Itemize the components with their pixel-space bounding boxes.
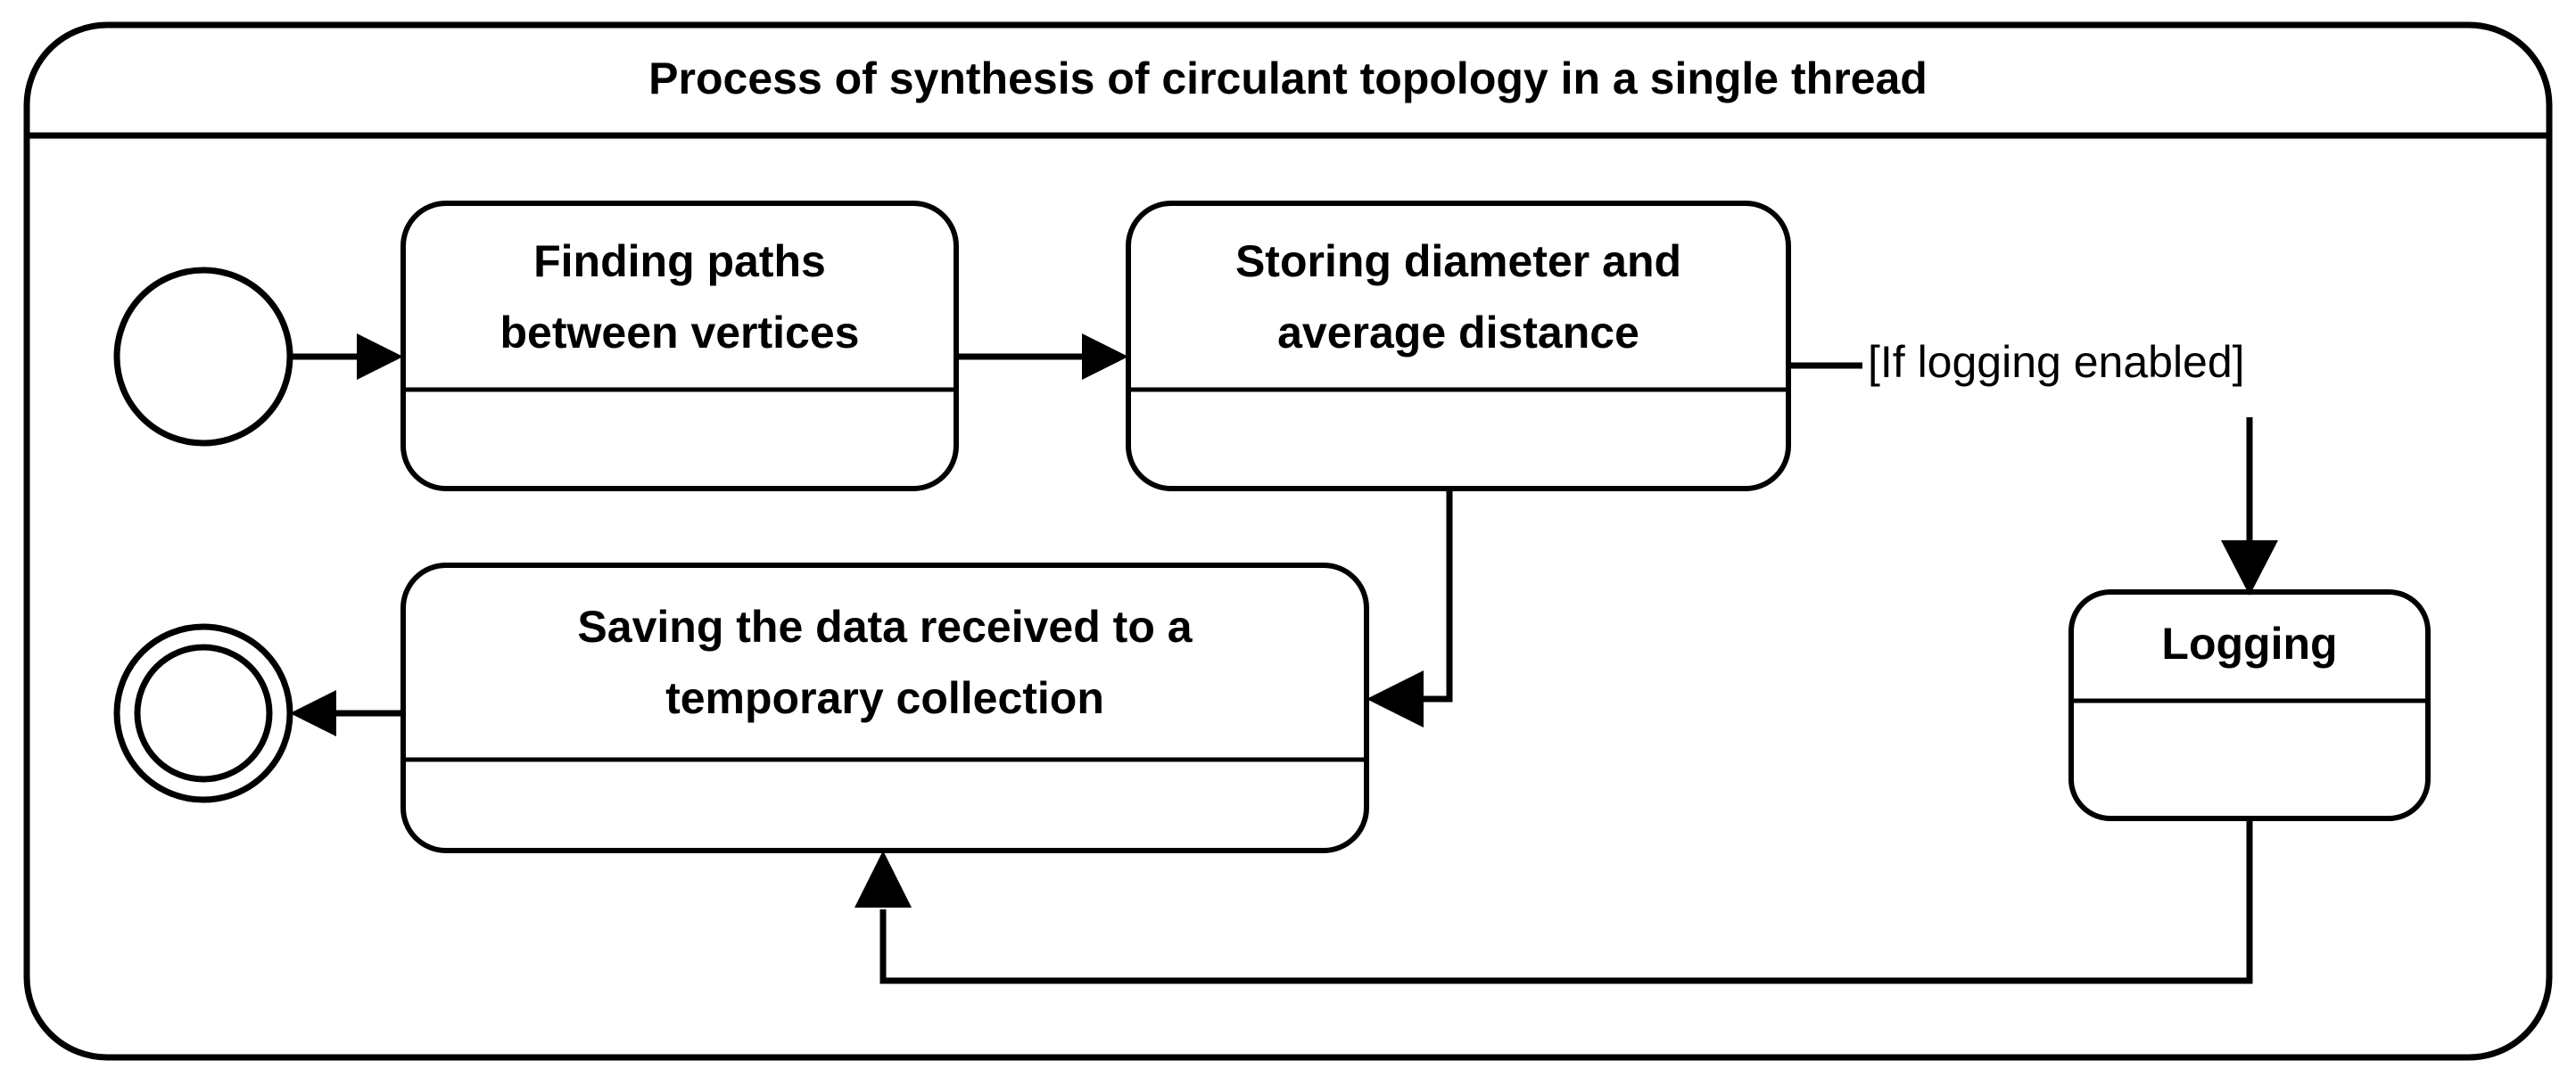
transition-logging-to-saving-line [879, 818, 2253, 984]
guard-label-if-logging-enabled: [If logging enabled] [1868, 337, 2245, 387]
transition-logging-to-saving [855, 818, 2253, 984]
transition-finding-paths-to-storing [956, 333, 1128, 380]
transition-storing-to-logging [1788, 362, 2278, 596]
state-finding-paths-label-line1: Finding paths [533, 236, 826, 286]
state-finding-paths-label-line2: between vertices [500, 308, 860, 358]
transition-storing-to-saving [1366, 489, 1453, 728]
state-logging-label: Logging [2161, 619, 2337, 669]
transition-initial-to-finding-paths-arrowhead [357, 333, 403, 380]
state-storing-diameter-label-line1: Storing diameter and [1235, 236, 1681, 286]
state-storing-diameter[interactable] [1126, 201, 1791, 491]
transition-storing-to-logging-arrowhead [2221, 540, 2278, 596]
final-node-inner-ring [134, 644, 273, 783]
transition-finding-paths-to-storing-arrowhead [1082, 333, 1128, 380]
transition-storing-to-saving-line [1424, 489, 1453, 703]
transition-saving-to-final-arrowhead [290, 690, 336, 736]
state-saving-data[interactable] [400, 563, 1369, 853]
transition-logging-to-saving-arrowhead [855, 851, 912, 908]
transition-initial-to-finding-paths [290, 333, 403, 380]
state-saving-data-label-line1: Saving the data received to a [577, 602, 1193, 652]
state-finding-paths[interactable] [400, 201, 959, 491]
diagram-frame [23, 21, 2553, 1061]
state-storing-diameter-label-line2: average distance [1277, 308, 1639, 358]
transition-storing-to-saving-arrowhead [1366, 670, 1424, 728]
initial-node[interactable] [113, 267, 293, 447]
page-title: Process of synthesis of circulant topolo… [648, 53, 1928, 103]
transition-saving-to-final [290, 690, 403, 736]
state-saving-data-label-line2: temporary collection [665, 673, 1104, 723]
